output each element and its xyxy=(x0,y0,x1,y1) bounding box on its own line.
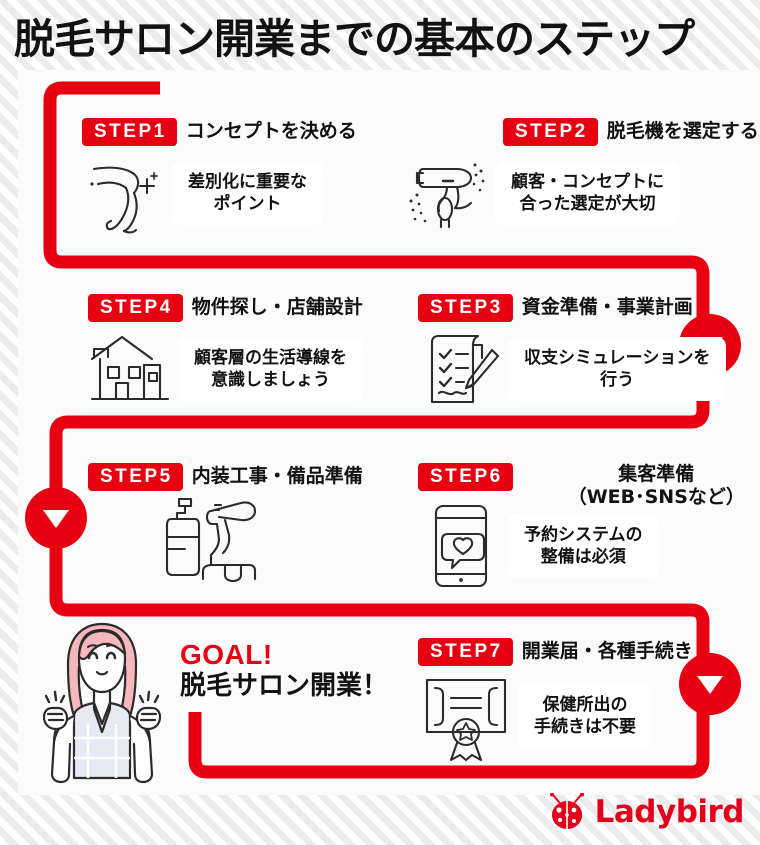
step-1-body: 差別化に重要な ポイント xyxy=(82,150,357,236)
step-7-note-line2: 手続きは不要 xyxy=(534,717,636,737)
ladybug-icon xyxy=(549,793,584,829)
step-4: STEP4 物件探し・店舗設計 顧客層の生活導線を 意識しましょう xyxy=(88,294,363,412)
step-5: STEP5 内装工事・備品準備 xyxy=(88,463,363,585)
step-6-note-line1: 予約システムの xyxy=(524,525,643,546)
step-6-title: 集客準備 （WEB･SNSなど） xyxy=(568,463,745,509)
step-2-body: 顧客・コンセプトに 合った選定が大切 xyxy=(405,150,759,236)
title-bar: 脱毛サロン開業までの基本のステップ xyxy=(0,0,760,70)
step-6: STEP6 集客準備 （WEB･SNSなど） 予約システムの 整備は必須 xyxy=(418,463,745,589)
step-4-body: 顧客層の生活導線を 意識しましょう xyxy=(88,326,363,412)
step-1-badge: STEP1 xyxy=(82,118,177,146)
step-5-title: 内装工事・備品準備 xyxy=(191,465,363,488)
house-building-icon xyxy=(88,326,174,412)
brand-logo: Ladybird xyxy=(547,793,745,831)
step-4-note-line2: 意識しましょう xyxy=(211,370,330,390)
goal-block: GOAL! 脱毛サロン開業！ xyxy=(180,640,388,703)
step-3-note-line2: 行う xyxy=(600,370,635,390)
step-6-badge: STEP6 xyxy=(418,463,513,491)
step-6-note-line2: 整備は必須 xyxy=(540,547,626,568)
step-2-title: 脱毛機を選定する xyxy=(606,120,759,143)
step-7-badge: STEP7 xyxy=(418,638,513,666)
leg-hair-removal-icon xyxy=(82,150,168,236)
step-7: STEP7 開業届・各種手続き 保健所出の 手続きは不要 xyxy=(418,638,693,762)
step-7-note-line1: 保健所出の xyxy=(542,694,628,715)
brand-name: Ladybird xyxy=(594,793,745,830)
step-7-body: 保健所出の 手続きは不要 xyxy=(418,670,693,762)
page-title: 脱毛サロン開業までの基本のステップ xyxy=(14,15,695,63)
happy-woman-illustration xyxy=(22,612,182,792)
step-2-note-line2: 合った選定が大切 xyxy=(519,194,656,214)
dispenser-and-dryer-icon xyxy=(156,493,276,585)
certificate-award-icon xyxy=(418,670,514,762)
step-1: STEP1 コンセプトを決める 差別化に重要な ポイント xyxy=(82,118,357,236)
step-6-body: 予約システムの 整備は必須 xyxy=(418,503,745,589)
step-5-header: STEP5 内装工事・備品準備 xyxy=(88,463,363,491)
step-7-note: 保健所出の 手続きは不要 xyxy=(518,683,652,749)
step-2: STEP2 脱毛機を選定する xyxy=(409,118,759,236)
step-7-title: 開業届・各種手続き xyxy=(521,640,693,663)
step-3-badge: STEP3 xyxy=(418,294,513,322)
step-3-title: 資金準備・事業計画 xyxy=(521,296,693,319)
goal-english-label: GOAL! xyxy=(180,639,273,670)
step-4-note-line1: 顧客層の生活導線を xyxy=(194,347,347,368)
step-6-title-line2: （WEB･SNSなど） xyxy=(567,486,745,509)
step-2-header: STEP2 脱毛機を選定する xyxy=(503,118,759,146)
step-1-note-line2: ポイント xyxy=(213,194,282,214)
step-2-note-line1: 顧客・コンセプトに xyxy=(511,171,664,192)
step-3-note: 収支シミュレーションを 行う xyxy=(508,336,727,402)
step-6-note: 予約システムの 整備は必須 xyxy=(508,514,659,579)
step-3-note-line1: 収支シミュレーションを xyxy=(524,347,711,368)
step-4-note: 顧客層の生活導線を 意識しましょう xyxy=(178,336,363,402)
checklist-pen-icon xyxy=(418,326,504,412)
step-5-badge: STEP5 xyxy=(88,463,183,491)
step-4-title: 物件探し・店舗設計 xyxy=(191,296,363,319)
step-5-body xyxy=(156,493,363,585)
step-1-title: コンセプトを決める xyxy=(185,120,357,143)
step-1-note-line1: 差別化に重要な xyxy=(188,171,307,192)
step-2-note: 顧客・コンセプトに 合った選定が大切 xyxy=(495,160,680,226)
goal-japanese-label: 脱毛サロン開業！ xyxy=(180,671,389,702)
smartphone-heart-icon xyxy=(418,503,504,589)
step-6-title-line1: 集客準備 xyxy=(618,463,695,485)
step-2-badge: STEP2 xyxy=(503,118,598,146)
step-3-header: STEP3 資金準備・事業計画 xyxy=(418,294,726,322)
step-3-body: 収支シミュレーションを 行う xyxy=(418,326,727,412)
step-3: STEP3 資金準備・事業計画 収支シミュレーションを 行う xyxy=(418,294,727,412)
step-1-note: 差別化に重要な ポイント xyxy=(172,160,323,226)
step-7-header: STEP7 開業届・各種手続き xyxy=(418,638,693,666)
step-1-header: STEP1 コンセプトを決める xyxy=(82,118,357,146)
hair-removal-machine-icon xyxy=(405,150,491,236)
step-4-header: STEP4 物件探し・店舗設計 xyxy=(88,294,363,322)
step-4-badge: STEP4 xyxy=(88,294,183,322)
